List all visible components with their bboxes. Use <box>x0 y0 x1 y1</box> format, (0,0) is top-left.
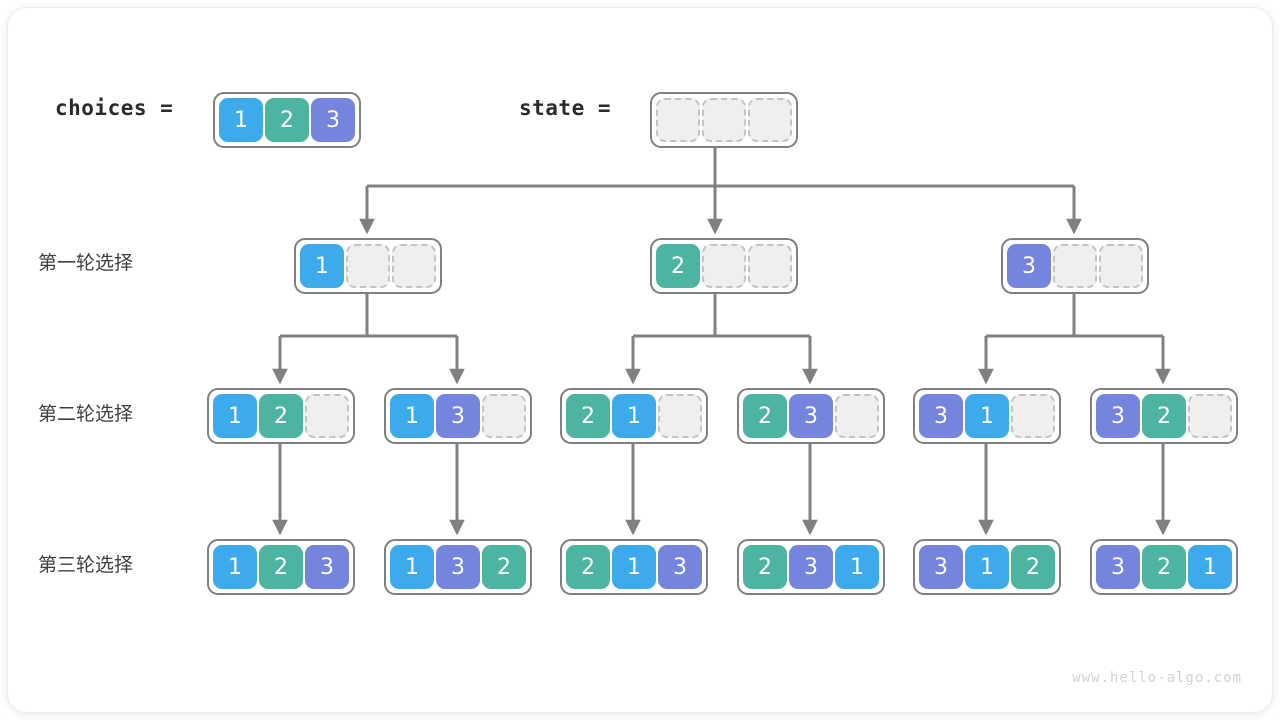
r3n6-cell-2: 1 <box>1188 545 1232 589</box>
r2n2-cell-1: 3 <box>436 394 480 438</box>
r1n2-cell-2 <box>748 244 792 288</box>
tree-node-r1-2: 2 <box>650 238 798 294</box>
r2n5-cell-1: 1 <box>965 394 1009 438</box>
r3n4-cell-0: 2 <box>743 545 787 589</box>
r2n3-cell-2 <box>658 394 702 438</box>
r1n1-cell-1 <box>346 244 390 288</box>
choices-cell-1: 2 <box>265 98 309 142</box>
r2n1-cell-2 <box>305 394 349 438</box>
tree-node-r1-3: 3 <box>1001 238 1149 294</box>
r2n1-cell-1: 2 <box>259 394 303 438</box>
state-array <box>650 92 798 148</box>
r3n4-cell-1: 3 <box>789 545 833 589</box>
r2n3-cell-1: 1 <box>612 394 656 438</box>
r2n6-cell-1: 2 <box>1142 394 1186 438</box>
row-label-round-3: 第三轮选择 <box>38 554 134 576</box>
row-label-round-2: 第二轮选择 <box>38 403 134 425</box>
tree-node-r1-1: 1 <box>294 238 442 294</box>
r2n6-cell-0: 3 <box>1096 394 1140 438</box>
row-label-round-1: 第一轮选择 <box>38 252 134 274</box>
r2n5-cell-2 <box>1011 394 1055 438</box>
r3n6-cell-0: 3 <box>1096 545 1140 589</box>
r3n5-cell-0: 3 <box>919 545 963 589</box>
r3n1-cell-0: 1 <box>213 545 257 589</box>
r3n3-cell-1: 1 <box>612 545 656 589</box>
choices-cell-0: 1 <box>219 98 263 142</box>
r3n2-cell-2: 2 <box>482 545 526 589</box>
r1n3-cell-1 <box>1053 244 1097 288</box>
r1n1-cell-0: 1 <box>300 244 344 288</box>
r1n3-cell-0: 3 <box>1007 244 1051 288</box>
tree-connectors <box>272 138 1171 536</box>
state-label: state = <box>519 96 612 120</box>
r2n2-cell-2 <box>482 394 526 438</box>
r2n1-cell-0: 1 <box>213 394 257 438</box>
r2n4-cell-0: 2 <box>743 394 787 438</box>
r3n3-cell-0: 2 <box>566 545 610 589</box>
r3n2-cell-1: 3 <box>436 545 480 589</box>
r2n4-cell-2 <box>835 394 879 438</box>
r2n2-cell-0: 1 <box>390 394 434 438</box>
r3n1-cell-2: 3 <box>305 545 349 589</box>
r3n1-cell-1: 2 <box>259 545 303 589</box>
r2n4-cell-1: 3 <box>789 394 833 438</box>
r3n5-cell-1: 1 <box>965 545 1009 589</box>
r1n2-cell-1 <box>702 244 746 288</box>
state-cell-0 <box>656 98 700 142</box>
r3n4-cell-2: 1 <box>835 545 879 589</box>
choices-cell-2: 3 <box>311 98 355 142</box>
r2n5-cell-0: 3 <box>919 394 963 438</box>
choices-label: choices = <box>55 96 174 120</box>
state-cell-1 <box>702 98 746 142</box>
r1n2-cell-0: 2 <box>656 244 700 288</box>
r2n6-cell-2 <box>1188 394 1232 438</box>
r3n3-cell-2: 3 <box>658 545 702 589</box>
r1n1-cell-2 <box>392 244 436 288</box>
state-cell-2 <box>748 98 792 142</box>
r3n5-cell-2: 2 <box>1011 545 1055 589</box>
r1n3-cell-2 <box>1099 244 1143 288</box>
watermark: www.hello-algo.com <box>1072 670 1242 686</box>
r3n6-cell-1: 2 <box>1142 545 1186 589</box>
r2n3-cell-0: 2 <box>566 394 610 438</box>
r3n2-cell-0: 1 <box>390 545 434 589</box>
